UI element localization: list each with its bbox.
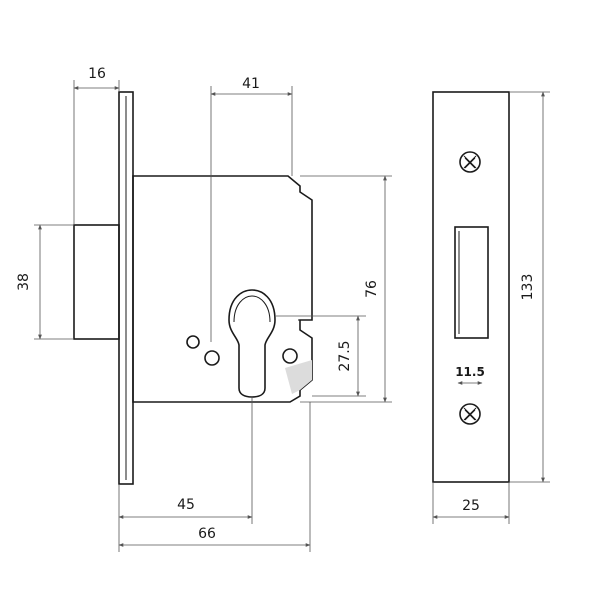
dim-faceplate-height: 133 [509, 91, 550, 483]
dim-label-25: 25 [462, 498, 480, 514]
fixing-hole-2 [204, 350, 220, 366]
dim-label-11-5: 11.5 [455, 365, 485, 379]
dim-label-66: 66 [198, 526, 216, 542]
dim-case-depth: 66 [118, 402, 311, 552]
fixing-hole-1 [186, 335, 200, 349]
dim-faceplate-width: 25 [432, 482, 510, 524]
side-view [73, 91, 313, 485]
lock-case [132, 175, 313, 403]
cylinder-inner [233, 295, 271, 323]
case-hatch [285, 360, 312, 394]
deadbolt [73, 224, 120, 340]
dim-label-16: 16 [88, 66, 106, 82]
euro-cylinder-profile [228, 289, 276, 398]
dim-label-27-5: 27.5 [337, 340, 353, 371]
dim-label-45: 45 [177, 497, 195, 513]
dim-cylinder-center: 27.5 [276, 315, 366, 397]
dim-bolt-height: 38 [16, 224, 74, 340]
fixing-hole-3 [282, 348, 298, 364]
dim-backset-top: 41 [210, 76, 293, 342]
dim-label-38: 38 [16, 273, 32, 291]
dim-backset: 45 [118, 397, 253, 552]
phillips-screw-icon [459, 151, 481, 173]
bolt-opening [454, 226, 489, 339]
dim-label-41: 41 [242, 76, 260, 92]
front-view: 11.5 [432, 91, 510, 483]
faceplate [432, 91, 510, 483]
dim-label-76: 76 [364, 280, 380, 298]
dim-forend-thickness: 16 [73, 66, 120, 225]
phillips-screw-icon [459, 403, 481, 425]
dim-label-133: 133 [520, 274, 536, 301]
dim-body-height: 76 [300, 175, 392, 403]
